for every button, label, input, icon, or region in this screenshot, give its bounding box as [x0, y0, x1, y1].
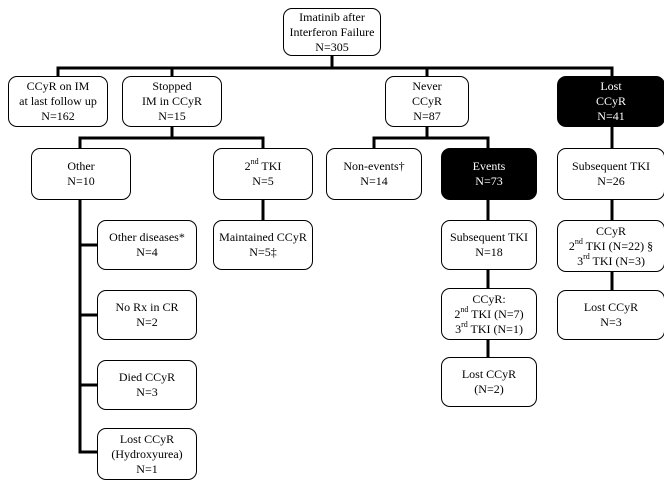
node-text: 3rd TKI (N=1) [455, 319, 523, 337]
node-text: Maintained CCyR [219, 230, 307, 244]
node-text: Lost CCyR [461, 367, 517, 381]
text-sup: nd [250, 157, 259, 166]
node-text: N=73 [475, 174, 503, 188]
node-text: Never [412, 79, 442, 93]
node-lost-ccyr-n3: Lost CCyR N=3 [557, 290, 664, 340]
node-text: Lost CCyR [119, 431, 175, 446]
text-part: 2 [244, 159, 251, 173]
node-lost-ccyr-n2: Lost CCyR (N=2) [441, 357, 537, 407]
node-died-ccyr: Died CCyR N=3 [97, 360, 197, 410]
node-text: Imatinib after [299, 9, 365, 24]
node-text: CCyR: [472, 291, 506, 306]
node-text: Stopped [152, 79, 192, 93]
node-text: Lost CCyR [583, 300, 639, 314]
node-text: at last follow up [19, 94, 97, 108]
node-text: N=41 [597, 109, 625, 123]
node-maintained-ccyr: Maintained CCyR N=5‡ [213, 220, 313, 270]
text-sup: nd [460, 304, 469, 314]
node-text: N=18 [475, 245, 503, 259]
node-text: CCyR on IM [26, 79, 90, 93]
node-ccyr-on-im: CCyR on IM at last follow up N=162 [8, 76, 108, 127]
node-subsequent-tki-lost: Subsequent TKI N=26 [557, 148, 664, 200]
node-ccyr-events-branch: CCyR: 2nd TKI (N=7) 3rd TKI (N=1) [441, 288, 537, 340]
node-text: Lost [600, 79, 622, 93]
node-lost-ccyr: Lost CCyR N=41 [557, 76, 664, 127]
node-text: CCyR [595, 94, 626, 108]
node-stopped-im: Stopped IM in CCyR N=15 [122, 76, 222, 127]
node-text: Interferon Failure [289, 24, 375, 39]
node-text: CCyR [411, 94, 442, 108]
node-second-tki: 2nd TKI N=5 [213, 148, 313, 200]
node-non-events: Non-events† N=14 [326, 148, 422, 200]
node-events: Events N=73 [441, 148, 537, 200]
node-never-ccyr: Never CCyR N=87 [385, 76, 469, 127]
node-text: N=162 [41, 109, 75, 123]
node-text: N=5 [252, 174, 274, 188]
node-other: Other N=10 [31, 148, 131, 200]
text-sup: nd [574, 236, 583, 246]
node-root: Imatinib after Interferon Failure N=305 [283, 8, 381, 56]
node-text: CCyR [595, 223, 626, 238]
node-text: N=3 [136, 385, 158, 399]
node-other-diseases: Other diseases* N=4 [97, 220, 197, 270]
node-text: 3rd TKI (N=3) [577, 251, 645, 269]
node-text: Subsequent TKI [571, 159, 651, 173]
text-part: 2 [454, 306, 461, 321]
node-text: 2nd TKI (N=22) § [568, 236, 654, 254]
node-text: N=87 [413, 109, 441, 123]
node-text: Died CCyR [118, 370, 176, 384]
text-part: 2 [568, 238, 575, 253]
node-text: (N=2) [474, 382, 504, 396]
node-text: Other diseases* [109, 230, 185, 244]
node-text: No Rx in CR [115, 300, 179, 314]
node-text: N=26 [597, 174, 625, 188]
node-text: (Hydroxyurea) [111, 446, 183, 461]
node-text: Non-events† [343, 159, 405, 173]
node-lost-ccyr-hydroxyurea: Lost CCyR (Hydroxyurea) N=1 [97, 428, 197, 480]
node-subsequent-tki-events: Subsequent TKI N=18 [441, 220, 537, 270]
node-text: N=5‡ [249, 245, 277, 259]
text-sup: rd [583, 251, 590, 261]
text-part: TKI (N=3) [589, 253, 645, 268]
text-part: TKI (N=22) § [582, 238, 654, 253]
node-text: N=4 [136, 245, 158, 259]
node-text: N=305 [315, 39, 349, 54]
text-part: 3 [455, 321, 462, 336]
text-part: TKI (N=1) [467, 321, 523, 336]
node-text: Subsequent TKI [449, 230, 529, 244]
node-text: Other [67, 159, 95, 173]
node-text: IM in CCyR [141, 94, 202, 108]
text-part: TKI (N=7) [468, 306, 524, 321]
node-text: 2nd TKI (N=7) [454, 304, 524, 322]
node-text: N=14 [360, 174, 388, 188]
text-sup: rd [461, 319, 468, 329]
node-text: 2nd TKI [244, 157, 282, 174]
node-ccyr-lost-branch: CCyR 2nd TKI (N=22) § 3rd TKI (N=3) [557, 220, 664, 272]
text-part: TKI [258, 159, 282, 173]
node-text: N=2 [136, 315, 158, 329]
node-text: N=10 [67, 174, 95, 188]
node-text: Events [472, 159, 506, 173]
node-no-rx: No Rx in CR N=2 [97, 290, 197, 340]
text-part: 3 [577, 253, 584, 268]
node-text: N=15 [158, 109, 186, 123]
node-text: N=1 [136, 461, 158, 476]
node-text: N=3 [600, 315, 622, 329]
